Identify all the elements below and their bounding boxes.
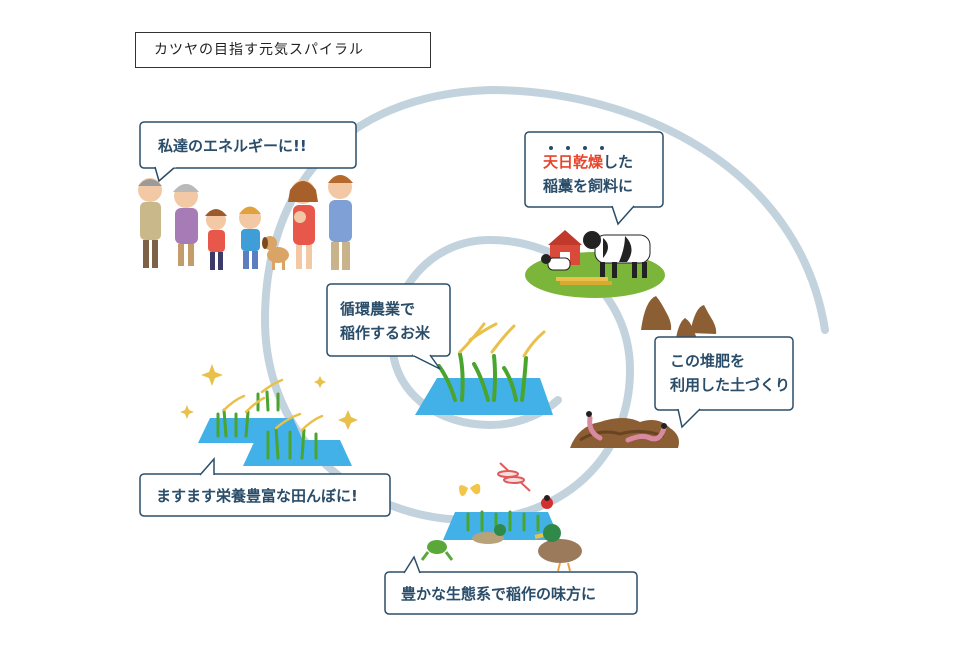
girl-figure <box>205 209 227 270</box>
ecosystem-paddy <box>420 462 582 572</box>
duck-swimming-icon <box>472 524 506 544</box>
duck-standing-icon <box>534 524 582 572</box>
bubble-ecosystem: 豊かな生態系で稲作の味方に <box>384 555 638 615</box>
bubble-energy: 私達のエネルギーに!! <box>139 121 357 183</box>
diagram-title: カツヤの目指す元気スパイラル <box>135 32 431 68</box>
bubble-paddy-text: ますます栄養豊富な田んぼに! <box>156 487 358 505</box>
bubble-hay-feed-line2: 稲藁を飼料に <box>543 177 633 195</box>
manure-piles <box>641 296 717 340</box>
dragonfly-icon <box>497 462 531 492</box>
bubble-circular-line1: 循環農業で <box>340 300 415 318</box>
bubble-circular-line2: 稲作するお米 <box>340 324 431 342</box>
bubble-compost-line1: この堆肥を <box>670 352 745 370</box>
bubble-compost: この堆肥を 利用した土づくり <box>654 336 794 429</box>
butterfly-icon <box>459 483 481 496</box>
family-illustration <box>138 175 353 270</box>
ladybug-icon <box>541 495 553 509</box>
dairy-farm-illustration <box>525 230 665 298</box>
sparkle-icons <box>180 364 358 430</box>
hay-bundle-icon <box>556 277 612 285</box>
bubble-compost-line2: 利用した土づくり <box>670 376 790 394</box>
center-rice-paddy <box>415 322 553 415</box>
mother-figure <box>288 180 318 269</box>
bubble-paddy: ますます栄養豊富な田んぼに! <box>139 457 391 517</box>
dog-figure <box>262 236 289 270</box>
grandpa-figure <box>138 178 162 268</box>
boy-figure <box>239 206 261 269</box>
left-rice-paddies <box>180 364 358 466</box>
earthworm-icon <box>586 411 603 441</box>
emphasis-dots <box>549 146 604 150</box>
earthworm-icon <box>625 423 667 443</box>
sun-dried-highlight: 天日乾燥 <box>543 153 604 171</box>
frog-icon <box>420 540 454 561</box>
grandma-figure <box>173 184 199 266</box>
calf-icon <box>541 254 571 271</box>
bubble-hay-feed: 天日乾燥した 稲藁を飼料に <box>524 131 664 226</box>
bubble-ecosystem-text: 豊かな生態系で稲作の味方に <box>401 585 596 603</box>
bubble-energy-text: 私達のエネルギーに!! <box>157 137 307 155</box>
father-figure <box>328 175 353 270</box>
bubble-circular-farming: 循環農業で 稲作するお米 <box>326 283 451 370</box>
bubble-hay-feed-line1: 天日乾燥した <box>543 153 633 171</box>
compost-soil-illustration <box>570 411 679 448</box>
cow-icon <box>583 231 651 278</box>
